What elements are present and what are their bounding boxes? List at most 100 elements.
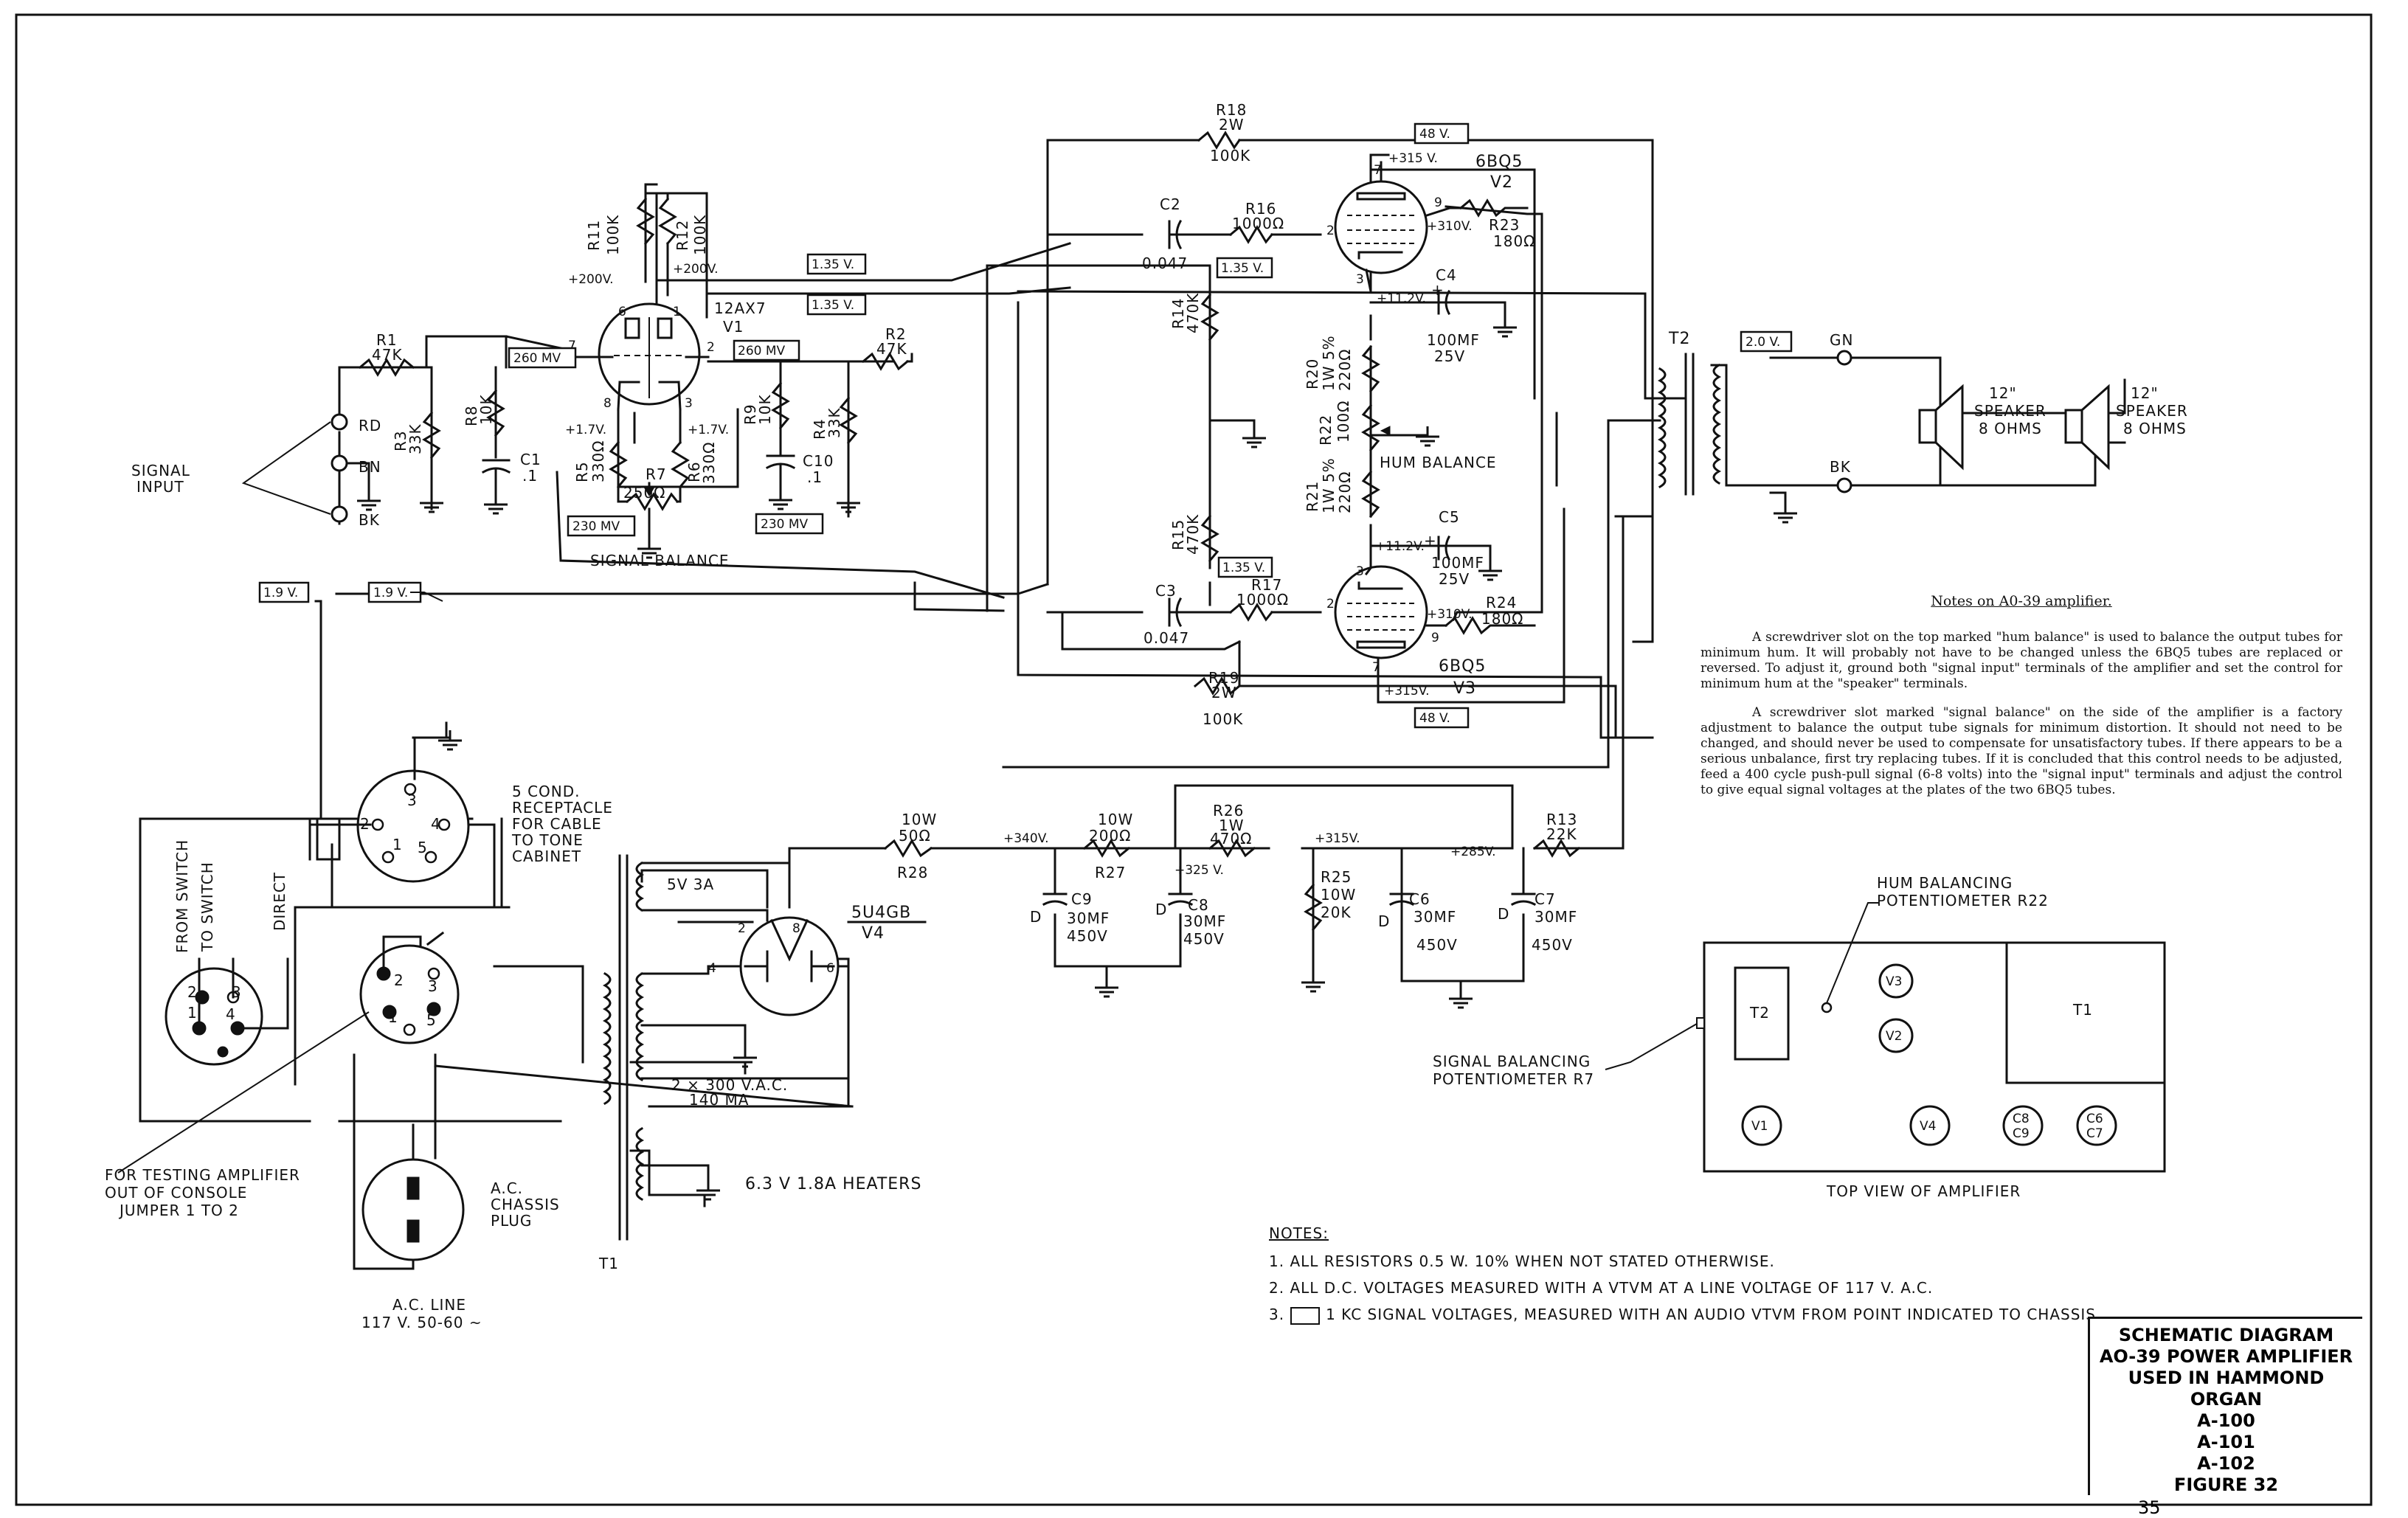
svg-text:C9: C9 xyxy=(2013,1126,2030,1141)
svg-text:330Ω: 330Ω xyxy=(589,440,607,482)
svg-text:2: 2 xyxy=(707,340,715,355)
note-3-text: 1 KC SIGNAL VOLTAGES, MEASURED WITH AN A… xyxy=(1326,1306,2096,1323)
svg-text:R3: R3 xyxy=(392,430,409,451)
svg-text:R8: R8 xyxy=(463,405,480,426)
v4-name: V4 xyxy=(862,924,885,943)
svg-text:2.0 V.: 2.0 V. xyxy=(1746,335,1780,350)
svg-text:9: 9 xyxy=(1434,195,1442,210)
svg-text:A.C.: A.C. xyxy=(491,1179,523,1197)
svg-text:22K: 22K xyxy=(1546,825,1577,843)
svg-text:C2: C2 xyxy=(1160,195,1181,213)
svg-text:25V: 25V xyxy=(1439,570,1470,588)
svg-text:+285V.: +285V. xyxy=(1450,845,1496,859)
svg-text:230 MV: 230 MV xyxy=(572,519,620,534)
svg-text:4: 4 xyxy=(708,961,716,976)
svg-text:2: 2 xyxy=(1326,597,1335,611)
v2-name: V2 xyxy=(1490,173,1513,192)
svg-text:R6: R6 xyxy=(685,461,703,482)
capacitor-c4: + C4 100MF 25V xyxy=(1427,266,1480,365)
svg-text:OUT OF CONSOLE: OUT OF CONSOLE xyxy=(105,1184,247,1202)
svg-text:SIGNAL BALANCING: SIGNAL BALANCING xyxy=(1433,1053,1591,1070)
svg-text:R12: R12 xyxy=(674,220,691,251)
v1-type: 12AX7 xyxy=(714,299,767,317)
svg-text:R24: R24 xyxy=(1486,594,1517,611)
svg-text:C6: C6 xyxy=(1409,890,1430,908)
resistor-r3: R3 33K xyxy=(392,366,445,513)
svg-text:R16: R16 xyxy=(1245,200,1276,218)
svg-text:V1: V1 xyxy=(1751,1119,1768,1134)
svg-text:100K: 100K xyxy=(1203,710,1243,728)
svg-text:200Ω: 200Ω xyxy=(1089,827,1131,845)
svg-text:R17: R17 xyxy=(1251,576,1282,594)
v3-type: 6BQ5 xyxy=(1439,657,1486,676)
svg-text:100K: 100K xyxy=(1210,147,1250,164)
svg-text:RECEPTACLE: RECEPTACLE xyxy=(512,799,613,817)
capacitor-c7: D C7 30MF 450V xyxy=(1498,890,1577,954)
svg-text:20K: 20K xyxy=(1321,904,1352,921)
signal-input-terminals: RD BN BK SIGNAL INPUT xyxy=(131,413,382,529)
capacitor-c6: D C6 30MF 450V xyxy=(1378,890,1457,954)
note-3-number: 3. xyxy=(1269,1306,1285,1323)
svg-text:2: 2 xyxy=(394,971,404,989)
svg-text:TO TONE: TO TONE xyxy=(511,831,584,849)
svg-text:+1.7V.: +1.7V. xyxy=(565,423,606,437)
svg-text:1W 5%: 1W 5% xyxy=(1320,457,1338,513)
svg-text:1W: 1W xyxy=(1219,817,1245,834)
svg-text:R5: R5 xyxy=(573,461,591,482)
title-line-5: A-101 xyxy=(2197,1432,2255,1452)
speaker-2: 12" SPEAKER 8 OHMS xyxy=(2064,384,2187,471)
note-3: 3. 1 KC SIGNAL VOLTAGES, MEASURED WITH AN… xyxy=(1269,1306,2117,1325)
notes-header: NOTES: xyxy=(1269,1224,1329,1242)
svg-text:T1: T1 xyxy=(2072,1001,2093,1019)
svg-text:JUMPER 1 TO 2: JUMPER 1 TO 2 xyxy=(118,1202,239,1219)
resistor-r26: R26 1W 470Ω xyxy=(1208,802,1256,858)
speaker-1: 12" SPEAKER 8 OHMS xyxy=(1918,384,2046,471)
svg-text:C9: C9 xyxy=(1071,890,1093,908)
svg-text:100MF: 100MF xyxy=(1427,331,1480,349)
svg-text:48 V.: 48 V. xyxy=(1419,711,1450,726)
resistor-r27: 10W 200Ω R27 xyxy=(1082,811,1132,881)
svg-text:33K: 33K xyxy=(826,407,843,438)
title-line-4: A-100 xyxy=(2197,1410,2255,1431)
svg-text:140 MA: 140 MA xyxy=(689,1091,749,1109)
resistor-r5: R5 330Ω xyxy=(573,440,628,489)
svg-text:10W: 10W xyxy=(902,811,937,828)
svg-text:1.9 V.: 1.9 V. xyxy=(373,586,408,600)
svg-text:100K: 100K xyxy=(691,215,709,255)
resistor-r21: R21 1W 5% 220Ω xyxy=(1304,457,1380,519)
svg-text:R20: R20 xyxy=(1304,358,1321,389)
svg-text:3: 3 xyxy=(407,791,418,809)
tube-v4: 2 8 4 6 5U4GB V4 xyxy=(708,904,910,1016)
svg-text:R1: R1 xyxy=(376,331,398,349)
svg-text:7: 7 xyxy=(1374,163,1382,178)
resistor-r9: R9 10K xyxy=(741,360,790,455)
top-view-layout: T2 T1 V3 V2 V1 V4 C8 C9 C6 C7 xyxy=(1696,941,2166,1173)
svg-text:PLUG: PLUG xyxy=(491,1212,532,1230)
capacitor-c1: C1 .1 xyxy=(481,451,542,515)
svg-text:48 V.: 48 V. xyxy=(1419,127,1450,142)
svg-text:T1: T1 xyxy=(598,1255,619,1272)
svg-text:+: + xyxy=(1431,281,1445,299)
svg-text:470K: 470K xyxy=(1184,293,1202,333)
svg-text:R15: R15 xyxy=(1169,519,1187,550)
receptacle-5-cond: 3 2 4 1 5 xyxy=(356,736,470,883)
note-2: 2. ALL D.C. VOLTAGES MEASURED WITH A VTV… xyxy=(1269,1279,1934,1297)
top-view-caption: TOP VIEW OF AMPLIFIER xyxy=(1826,1182,2021,1200)
ac-test-plug: 2 3 1 5 xyxy=(359,944,460,1044)
svg-text:POTENTIOMETER R7: POTENTIOMETER R7 xyxy=(1433,1070,1594,1088)
svg-text:+340V.: +340V. xyxy=(1003,831,1049,846)
label-rd: RD xyxy=(359,417,381,434)
svg-text:30MF: 30MF xyxy=(1535,908,1577,926)
v1-name: V1 xyxy=(723,318,744,336)
resistor-r23: R23 180Ω xyxy=(1448,198,1535,250)
svg-text:R13: R13 xyxy=(1546,811,1577,828)
svg-text:R28: R28 xyxy=(897,864,928,881)
svg-text:6: 6 xyxy=(618,305,626,319)
svg-text:C1: C1 xyxy=(520,451,542,468)
resistor-r4: R4 33K xyxy=(811,396,862,513)
tube-v1: 12AX7 V1 6 1 8 3 7 2 xyxy=(559,299,767,411)
signal-voltage-boxes: 260 MV 260 MV 230 MV 230 MV 1.35 V. 1.35… xyxy=(258,122,1793,729)
svg-text:7: 7 xyxy=(568,339,576,353)
svg-text:450V: 450V xyxy=(1067,927,1108,945)
